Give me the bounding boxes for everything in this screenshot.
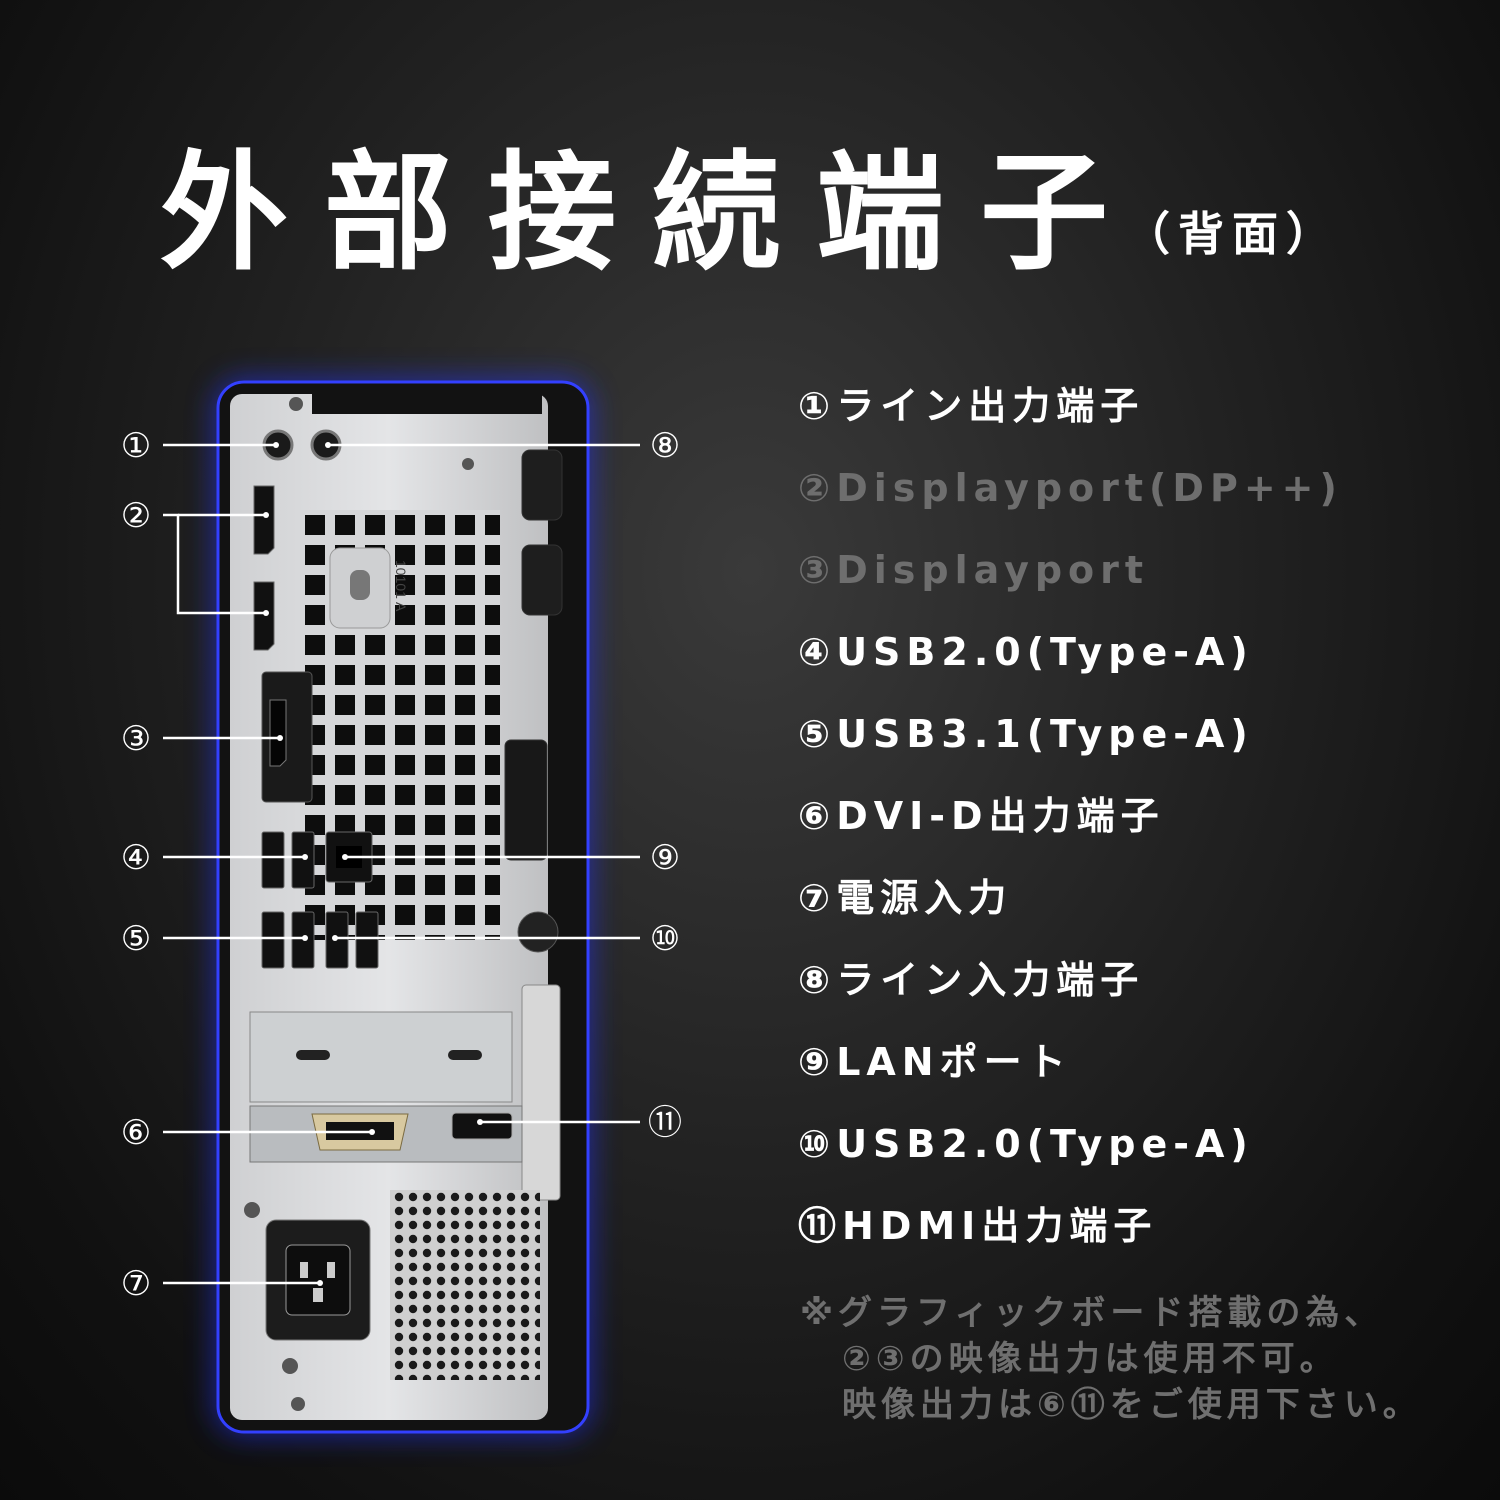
note-line-1: ※グラフィックボード搭載の為、 <box>800 1293 1384 1333</box>
callout-2: ② <box>121 496 151 536</box>
port-item-11: ⑪HDMI出力端子 <box>798 1204 1158 1248</box>
note-line-2: ②③の映像出力は使用不可。 <box>842 1339 1339 1379</box>
port-item-1: ①ライン出力端子 <box>798 384 1145 428</box>
port-item-3: ③Displayport <box>798 548 1150 592</box>
usb2-port-a <box>261 831 285 889</box>
port-item-9: ⑨LANポート <box>798 1040 1072 1084</box>
port-item-7: ⑦電源入力 <box>798 876 1013 920</box>
psu-vent <box>390 1190 540 1380</box>
displayport-2 <box>253 581 275 651</box>
callout-8: ⑧ <box>650 426 680 466</box>
usb2-port-b <box>291 831 315 889</box>
note-line-3: 映像出力は⑥⑪をご使用下さい。 <box>842 1385 1422 1425</box>
callout-10: ⑩ <box>650 919 680 959</box>
title-subtitle: （背面） <box>1124 207 1341 261</box>
callout-3: ③ <box>121 719 151 759</box>
page-title: 外部接続端子 （背面） <box>160 108 1340 278</box>
graphics-note: ※グラフィックボード搭載の為、 ②③の映像出力は使用不可。 映像出力は⑥⑪をご使… <box>800 1290 1422 1428</box>
callout-4: ④ <box>121 838 151 878</box>
displayport-1 <box>253 485 275 555</box>
callout-6: ⑥ <box>121 1113 151 1153</box>
callout-11: ⑪ <box>648 1103 682 1143</box>
port-list: ①ライン出力端子 ②Displayport(DP++) ③Displayport… <box>798 376 1343 1278</box>
callout-1: ① <box>121 426 151 466</box>
callout-9: ⑨ <box>650 838 680 878</box>
panel-text: 10101 A <box>393 560 409 612</box>
title-main: 外部接続端子 <box>160 139 1145 288</box>
usb2-port-d <box>355 911 379 969</box>
callout-7: ⑦ <box>121 1264 151 1304</box>
callout-5: ⑤ <box>121 919 151 959</box>
callout-dots <box>263 442 483 1286</box>
port-item-8: ⑧ライン入力端子 <box>798 958 1145 1002</box>
port-item-5: ⑤USB3.1(Type-A) <box>798 712 1254 756</box>
hdmi-port <box>451 1112 513 1140</box>
callout-lines <box>163 443 640 1285</box>
port-item-6: ⑥DVI-D出力端子 <box>798 794 1165 838</box>
port-item-2: ②Displayport(DP++) <box>798 466 1343 510</box>
usb3-port-a <box>261 911 285 969</box>
port-item-4: ④USB2.0(Type-A) <box>798 630 1254 674</box>
port-item-10: ⑩USB2.0(Type-A) <box>798 1122 1254 1166</box>
